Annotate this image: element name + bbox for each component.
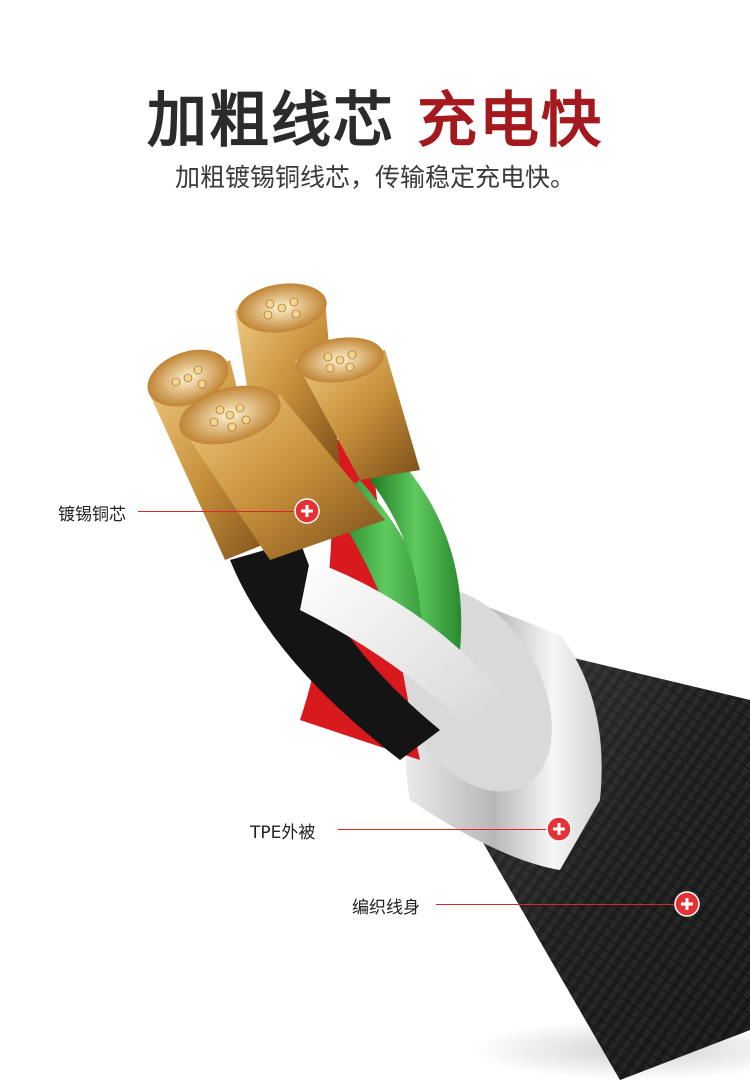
headline-part-2: 充电快	[417, 86, 603, 156]
headline: 加粗线芯充电快	[0, 72, 750, 159]
callout-line	[338, 829, 546, 830]
callout-label-braided-body: 编织线身	[352, 898, 420, 918]
callout-line	[138, 511, 298, 512]
callout-label-tinned-copper: 镀锡铜芯	[58, 505, 126, 525]
plus-marker-icon[interactable]	[294, 498, 320, 524]
headline-part-1: 加粗线芯	[147, 86, 395, 156]
plus-marker-icon[interactable]	[674, 891, 700, 917]
plus-marker-icon[interactable]	[546, 816, 572, 842]
callout-line	[436, 904, 674, 905]
subtitle: 加粗镀锡铜线芯，传输稳定充电快。	[174, 163, 575, 192]
callout-label-tpe-jacket: TPE外被	[250, 823, 316, 843]
